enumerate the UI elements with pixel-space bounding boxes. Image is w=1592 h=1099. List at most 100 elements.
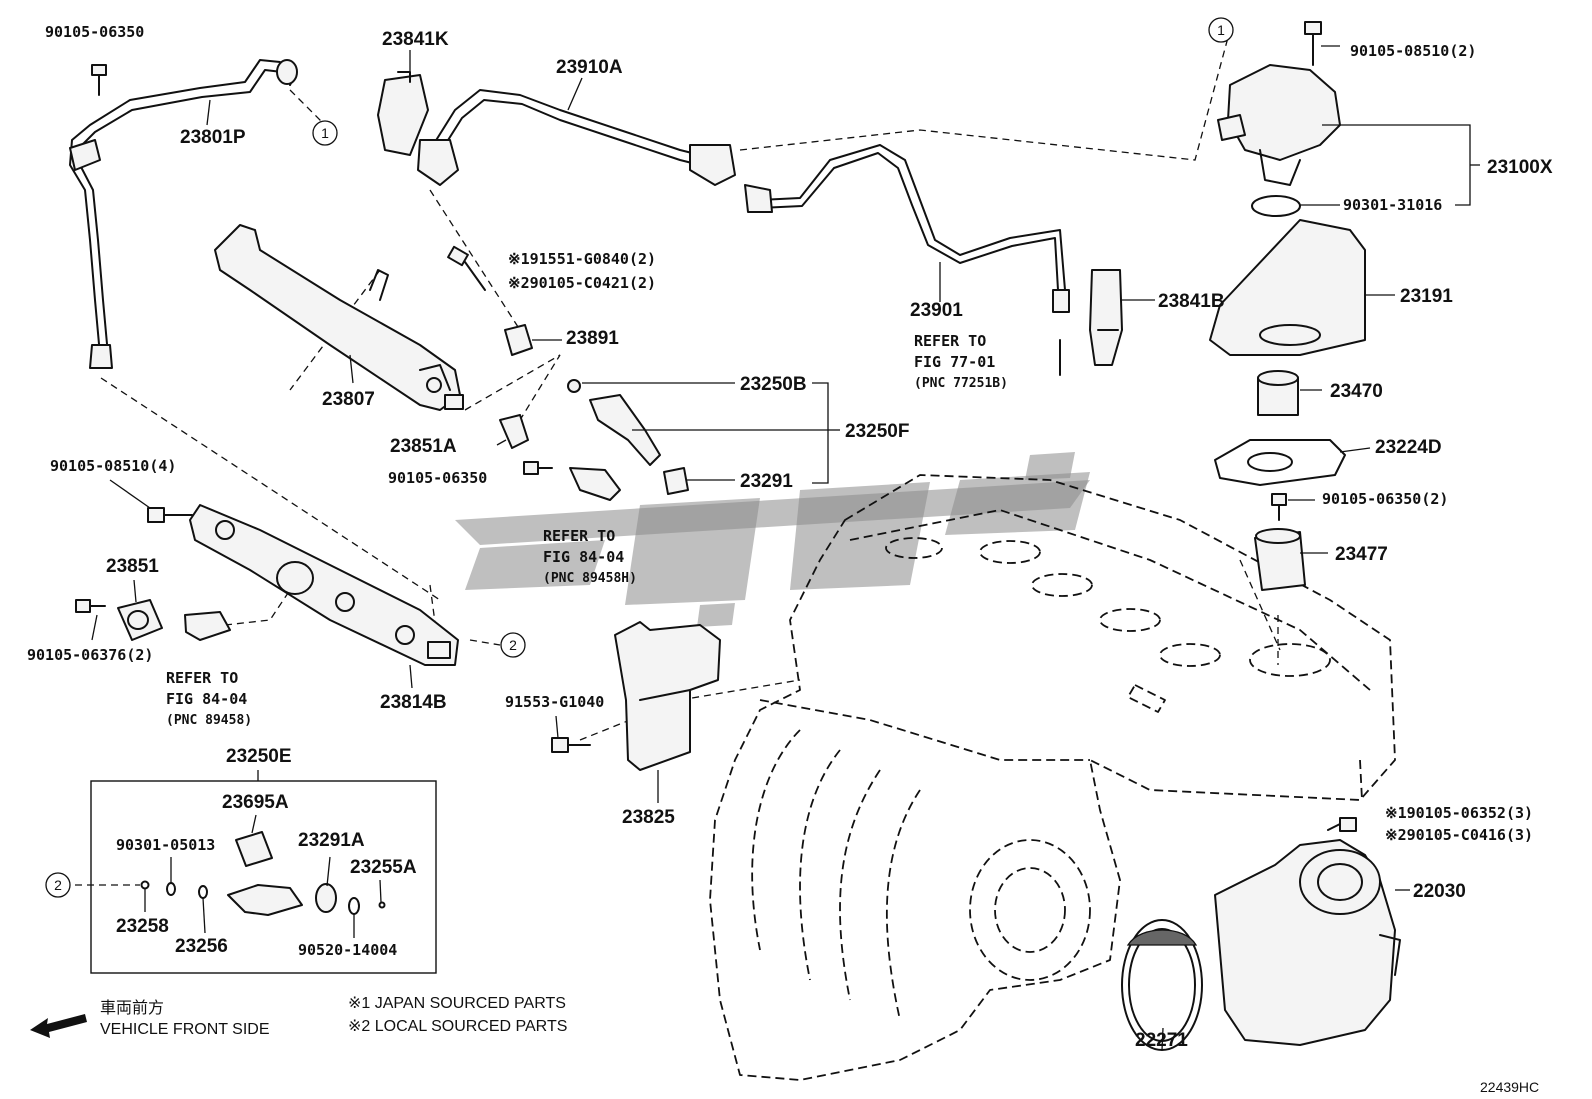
refer-fig-84-04-89458h: REFER TO FIG 84-04 (PNC 89458H): [543, 527, 637, 586]
throttle-body-22030: [1214, 839, 1401, 1046]
label-23255a: 23255A: [350, 857, 417, 878]
label-23258: 23258: [116, 916, 169, 937]
label-23825: 23825: [622, 807, 675, 828]
svg-text:(PNC 89458H): (PNC 89458H): [543, 571, 637, 586]
sourcing-notes: ※1 JAPAN SOURCED PARTS ※2 LOCAL SOURCED …: [348, 995, 567, 1035]
label-91553-g1040: 91553-G1040: [505, 693, 604, 711]
bolt-191551-g0840: [447, 245, 486, 291]
svg-text:(PNC 77251B): (PNC 77251B): [914, 376, 1008, 391]
callout-1-top-right: 1: [1208, 17, 1234, 43]
label-23256: 23256: [175, 936, 228, 957]
bolt-90105-06350-pair: [1271, 493, 1287, 521]
label-90301-31016: 90301-31016: [1343, 196, 1442, 214]
watermark-logo: [455, 452, 1090, 627]
label-191551-g0840: ※191551-G0840(2): [508, 250, 656, 268]
fuel-pump-23100x: [1217, 64, 1341, 186]
label-23801p: 23801P: [180, 127, 246, 148]
label-23224d: 23224D: [1375, 437, 1442, 458]
label-23814b: 23814B: [380, 692, 447, 713]
bolt-90105-08510-pair: [1304, 21, 1322, 66]
svg-text:REFER TO: REFER TO: [166, 669, 238, 687]
label-90105-06350-top: 90105-06350: [45, 23, 144, 41]
label-23841k: 23841K: [382, 29, 449, 50]
bolt-190105-06352: [1327, 817, 1357, 832]
svg-text:FIG 84-04: FIG 84-04: [543, 548, 624, 566]
svg-text:FIG 84-04: FIG 84-04: [166, 690, 247, 708]
label-23250f: 23250F: [845, 421, 909, 442]
label-23891: 23891: [566, 328, 619, 349]
front-label-en: VEHICLE FRONT SIDE: [100, 1021, 270, 1038]
injector-kit-23250e: [90, 780, 437, 974]
label-90105-06350-mid: 90105-06350: [388, 469, 487, 487]
leader-lines: [91, 45, 1480, 1051]
bracket-23825: [614, 621, 721, 771]
fuel-pipe-23801p: [69, 59, 298, 369]
connector-23841k: [377, 71, 429, 156]
label-23291a: 23291A: [298, 830, 365, 851]
refer-fig-84-04-89458: REFER TO FIG 84-04 (PNC 89458): [166, 669, 252, 728]
note-japan-sourced: ※1 JAPAN SOURCED PARTS: [348, 995, 566, 1012]
label-23250e: 23250E: [226, 746, 292, 767]
connector-23841b: [1089, 269, 1123, 366]
housing-23477: [1254, 528, 1306, 591]
label-290105-c0416: ※290105-C0416(3): [1385, 826, 1533, 844]
bolt-90105-08510-quad: [147, 507, 193, 523]
label-22030: 22030: [1413, 881, 1466, 902]
svg-text:1: 1: [1217, 22, 1225, 38]
vehicle-front-indicator: 車両前方 VEHICLE FRONT SIDE: [30, 999, 270, 1038]
label-23841b: 23841B: [1158, 291, 1225, 312]
label-90105-06350-pair: 90105-06350(2): [1322, 490, 1448, 508]
label-23191: 23191: [1400, 286, 1453, 307]
lifter-23470: [1257, 370, 1299, 416]
diagram-code: 22439HC: [1480, 1079, 1539, 1095]
svg-text:REFER TO: REFER TO: [914, 332, 986, 350]
engine-outline: [709, 474, 1396, 1081]
label-90105-08510-pair: 90105-08510(2): [1350, 42, 1476, 60]
label-23291: 23291: [740, 471, 793, 492]
sensor-89458h: [569, 467, 621, 501]
label-23851: 23851: [106, 556, 159, 577]
callout-1-top-left: 1: [312, 120, 338, 146]
note-local-sourced: ※2 LOCAL SOURCED PARTS: [348, 1018, 567, 1035]
front-arrow-icon: [30, 1014, 87, 1038]
label-90301-05013: 90301-05013: [116, 836, 215, 854]
label-23695a: 23695A: [222, 792, 289, 813]
label-23100x: 23100X: [1487, 157, 1553, 178]
insulator-23851: [117, 599, 163, 641]
fuel-rail-23814b: [189, 504, 459, 666]
bracket-23191: [1209, 219, 1366, 356]
label-23851a: 23851A: [390, 436, 457, 457]
svg-text:(PNC 89458): (PNC 89458): [166, 713, 252, 728]
injector-23250f: [567, 379, 689, 495]
svg-text:2: 2: [509, 637, 517, 653]
label-23470: 23470: [1330, 381, 1383, 402]
label-90105-06376-pair: 90105-06376(2): [27, 646, 153, 664]
bolt-91553-g1040: [551, 737, 591, 753]
callout-2-fuel-rail: 2: [500, 632, 526, 658]
bolt-90105-06350-top: [91, 64, 107, 96]
bolt-90105-06350-mid: [523, 461, 553, 475]
svg-text:FIG 77-01: FIG 77-01: [914, 353, 995, 371]
label-90105-08510-quad: 90105-08510(4): [50, 457, 176, 475]
wire-harness-23901: [744, 144, 1070, 376]
sensor-89458: [184, 611, 231, 641]
label-22271: 22271: [1135, 1030, 1188, 1051]
svg-text:1: 1: [321, 125, 329, 141]
callout-2-injector-kit: 2: [45, 872, 71, 898]
gasket-23224d: [1214, 439, 1346, 486]
bolt-90105-06376-pair: [75, 599, 106, 613]
label-190105-06352: ※190105-06352(3): [1385, 804, 1533, 822]
label-23250b: 23250B: [740, 374, 807, 395]
delivery-pipe-23807: [214, 224, 464, 411]
label-23901: 23901: [910, 300, 963, 321]
label-90520-14004: 90520-14004: [298, 941, 397, 959]
o-ring-90301-31016: [1251, 195, 1301, 217]
wire-harness-23910a: [417, 89, 736, 186]
label-23807: 23807: [322, 389, 375, 410]
svg-text:2: 2: [54, 877, 62, 893]
svg-text:REFER TO: REFER TO: [543, 527, 615, 545]
cushion-23891: [504, 324, 533, 356]
refer-fig-77-01: REFER TO FIG 77-01 (PNC 77251B): [914, 332, 1008, 391]
front-label-jp: 車両前方: [100, 999, 164, 1017]
